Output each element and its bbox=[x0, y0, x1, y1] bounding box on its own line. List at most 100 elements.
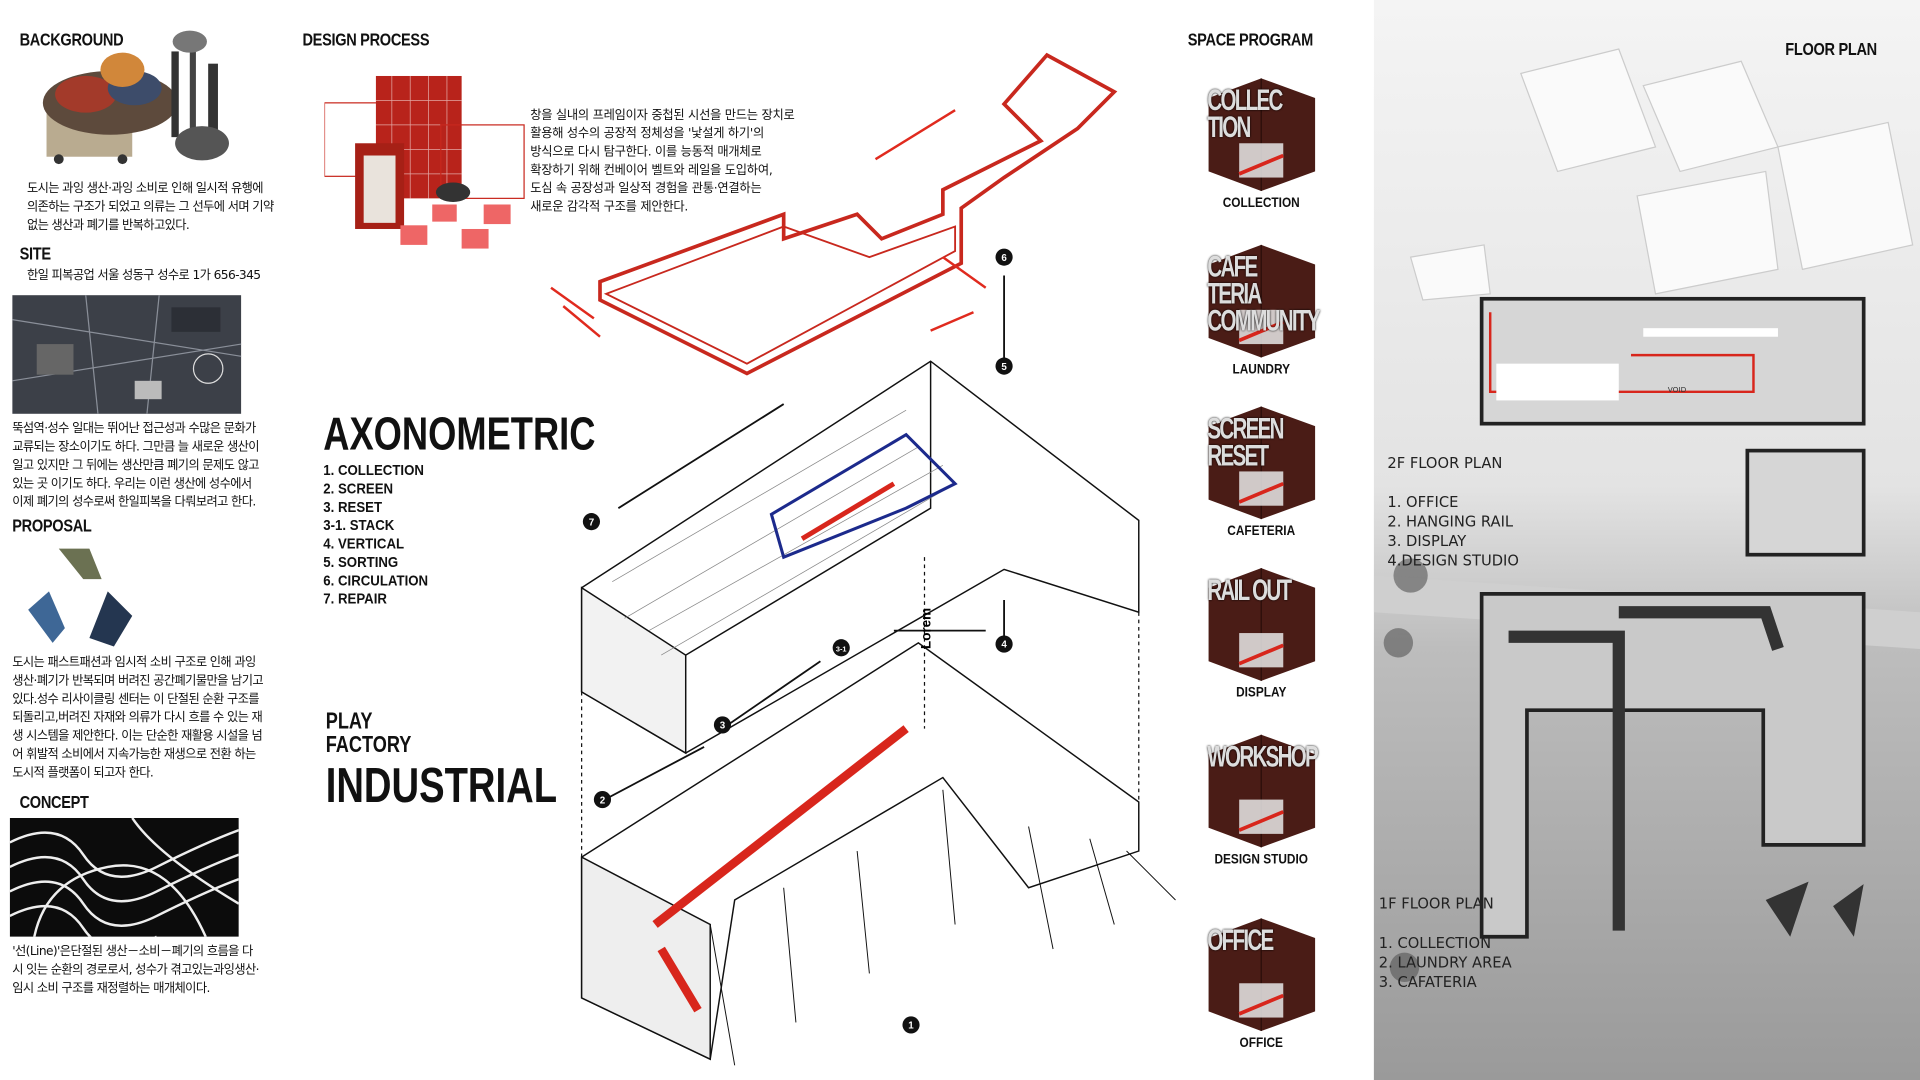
program-label: COLLECTION bbox=[1222, 195, 1300, 211]
legend-item: 2. LAUNDRY AREA bbox=[1378, 953, 1512, 972]
background-text: 도시는 과잉 생산·과잉 소비로 인해 일시적 유행에 의존하는 구조가 되었고… bbox=[27, 180, 309, 235]
axonometric-markers bbox=[582, 248, 1013, 1034]
text-line: 확장하기 위해 컨베이어 벨트와 레일을 도입하여, bbox=[530, 164, 773, 178]
cube-word: WORKSHOP bbox=[1207, 740, 1318, 774]
text-line: 임시 소비 구조를 재정렬하는 매개체이다. bbox=[12, 982, 210, 996]
text-line: 도심 속 공장성과 일상적 경험을 관통·연결하는 bbox=[530, 182, 762, 196]
text-line: 창을 실내의 프레임이자 중첩된 시선을 만드는 장치로 bbox=[530, 108, 795, 123]
marker-6: 6 bbox=[1001, 253, 1007, 264]
plan-1f bbox=[1479, 592, 1866, 939]
text-line: 활용해 성수의 공장적 정체성을 '낯설게 하기'의 bbox=[530, 127, 765, 141]
headline: INDUSTRIAL bbox=[325, 759, 558, 814]
legend-item: 1. OFFICE bbox=[1387, 493, 1459, 511]
text-line: 있는 곳 이기도 하다. 우리는 이런 생산에 성수에서 bbox=[12, 477, 252, 492]
marker-7: 7 bbox=[589, 517, 595, 528]
legend-item: 5. SORTING bbox=[323, 553, 399, 571]
program-label: DESIGN STUDIO bbox=[1214, 852, 1308, 867]
legend-item: 3. RESET bbox=[323, 498, 383, 516]
cube-shape bbox=[1208, 78, 1316, 192]
cube-shape bbox=[1208, 734, 1316, 848]
site-aerial-photo bbox=[12, 295, 242, 414]
cube-word: CAFE TERIA COMMUNITY bbox=[1207, 251, 1320, 338]
background-title: BACKGROUND bbox=[19, 29, 124, 49]
concept-line-pattern bbox=[9, 817, 239, 937]
concept-text: '선(Line)'은단절된 생산－소비－폐기의 흐름을 다 시 잇는 순환의 경… bbox=[12, 943, 306, 998]
legend-item: 1. COLLECTION bbox=[1378, 934, 1492, 952]
program-cube-cafeteria: SCREEN RESET bbox=[1202, 404, 1318, 520]
legend-item: 1. COLLECTION bbox=[323, 461, 424, 479]
vertical-label: Lorem bbox=[919, 608, 934, 649]
cube-word: OFFICE bbox=[1207, 924, 1274, 958]
cube-shape bbox=[1208, 918, 1316, 1032]
program-cube-display: RAIL OUT bbox=[1202, 566, 1318, 682]
proposal-title: PROPOSAL bbox=[12, 515, 92, 536]
cube-shape bbox=[1208, 244, 1316, 358]
program-label: OFFICE bbox=[1239, 1035, 1283, 1051]
program-cube-collection: COLLEC TION bbox=[1202, 76, 1318, 192]
tagline-line: PLAY bbox=[325, 708, 373, 735]
plan-2f bbox=[1479, 296, 1866, 557]
floor-plan-drawing: VOID bbox=[1373, 48, 1920, 983]
marker-5: 5 bbox=[1001, 362, 1007, 373]
text-line: 있다.성수 리사이클링 센터는 이 단절된 순환 구조를 bbox=[12, 693, 259, 707]
second-floor-block bbox=[580, 360, 1140, 755]
text-line: 의존하는 구조가 되었고 의류는 그 선두에 서며 기약 bbox=[26, 200, 274, 215]
marker-3-1: 3-1 bbox=[836, 644, 847, 653]
text-line: '선(Line)'은단절된 생산－소비－폐기의 흐름을 다 bbox=[12, 945, 253, 959]
program-label: DISPLAY bbox=[1236, 685, 1287, 701]
text-line: 뚝섬역·성수 일대는 뛰어난 접근성과 수많은 문화가 bbox=[12, 422, 256, 436]
design-process-text: 창을 실내의 프레임이자 중첩된 시선을 만드는 장치로 활용해 성수의 공장적… bbox=[530, 107, 812, 217]
legend-item: 2. HANGING RAIL bbox=[1387, 513, 1514, 531]
axonometric-title: AXONOMETRIC bbox=[323, 408, 596, 461]
proposal-text: 도시는 패스트패션과 임시적 소비 구조로 인해 과잉 생산·폐기가 반복되며 … bbox=[12, 654, 306, 783]
text-line: 어 휘발적 소비에서 지속가능한 재생으로 전환 하는 bbox=[12, 748, 256, 762]
program-cube-office: OFFICE bbox=[1202, 916, 1318, 1032]
legend-item: 6. CIRCULATION bbox=[323, 571, 429, 589]
marker-2: 2 bbox=[600, 795, 606, 806]
floor-plan-panel: VOID bbox=[1373, 0, 1920, 1080]
legend-item: 7. REPAIR bbox=[323, 590, 387, 608]
f1-plan-title: 1F FLOOR PLAN bbox=[1378, 895, 1494, 913]
site-text: 뚝섬역·성수 일대는 뛰어난 접근성과 수많은 문화가 교류되는 장소이기도 하… bbox=[12, 420, 300, 512]
cube-word: RAIL OUT bbox=[1207, 574, 1292, 608]
program-label: LAUNDRY bbox=[1232, 362, 1290, 378]
text-line: 방식으로 다시 탐구한다. 이를 능동적 매개체로 bbox=[530, 145, 762, 160]
legend-item: 4. VERTICAL bbox=[323, 535, 405, 553]
recycle-jeans-image bbox=[28, 548, 133, 647]
tagline: PLAY FACTORY bbox=[326, 710, 412, 757]
clothing-waste-image bbox=[42, 30, 229, 165]
design-process-collage bbox=[324, 75, 525, 249]
legend-item: 4.DESIGN STUDIO bbox=[1387, 552, 1519, 570]
program-label: CAFETERIA bbox=[1227, 524, 1296, 539]
tagline-line: FACTORY bbox=[325, 732, 412, 758]
text-line: 교류되는 장소이기도 하다. 그만큼 늘 새로운 생산이 bbox=[12, 440, 259, 455]
axonometric-diagram: 1 2 3 3-1 4 5 6 7 Lorem bbox=[550, 52, 1176, 1066]
site-address: 한일 피복공업 서울 성동구 성수로 1가 656-345 bbox=[26, 269, 261, 283]
f1-legend: 1. COLLECTION 2. LAUNDRY AREA 3. CAFATER… bbox=[1379, 933, 1512, 992]
void-label: VOID bbox=[1668, 385, 1687, 394]
space-program-title: SPACE PROGRAM bbox=[1187, 29, 1314, 49]
text-line: 새로운 감각적 구조를 제안한다. bbox=[530, 200, 689, 215]
text-line: 생산·폐기가 반복되며 버려진 공간폐기물만을 남기고 bbox=[12, 674, 264, 689]
concept-title: CONCEPT bbox=[19, 792, 89, 812]
marker-1: 1 bbox=[908, 1021, 914, 1032]
cube-word: COLLEC TION bbox=[1207, 84, 1283, 145]
text-line: 도시는 과잉 생산·과잉 소비로 인해 일시적 유행에 bbox=[26, 182, 264, 196]
legend-item: 3. DISPLAY bbox=[1387, 532, 1467, 550]
text-line: 없는 생산과 폐기를 반복하고있다. bbox=[26, 219, 190, 233]
legend-item: 3. CAFATERIA bbox=[1378, 973, 1477, 991]
text-line: 이제 폐기의 성수로써 한일피복을 다뤄보려고 한다. bbox=[12, 495, 256, 510]
f2-legend: 1. OFFICE 2. HANGING RAIL 3. DISPLAY 4.D… bbox=[1387, 492, 1519, 570]
legend-item: 3-1. STACK bbox=[323, 516, 395, 534]
marker-4: 4 bbox=[1001, 640, 1007, 651]
design-process-title: DESIGN PROCESS bbox=[302, 29, 430, 49]
cube-shape bbox=[1208, 406, 1316, 520]
text-line: 생 시스템을 제안한다. 이는 단순한 재활용 시설을 넘 bbox=[12, 729, 263, 744]
axonometric-legend: 1. COLLECTION 2. SCREEN 3. RESET 3-1. ST… bbox=[323, 462, 428, 609]
marker-3: 3 bbox=[720, 721, 726, 732]
cube-shape bbox=[1208, 568, 1316, 681]
program-cube-design-studio: WORKSHOP bbox=[1202, 732, 1319, 848]
text-line: 도시적 플랫폼이 되고자 한다. bbox=[12, 766, 154, 781]
text-line: 되돌리고,버려진 자재와 의류가 다시 흐를 수 있는 재 bbox=[12, 711, 263, 725]
